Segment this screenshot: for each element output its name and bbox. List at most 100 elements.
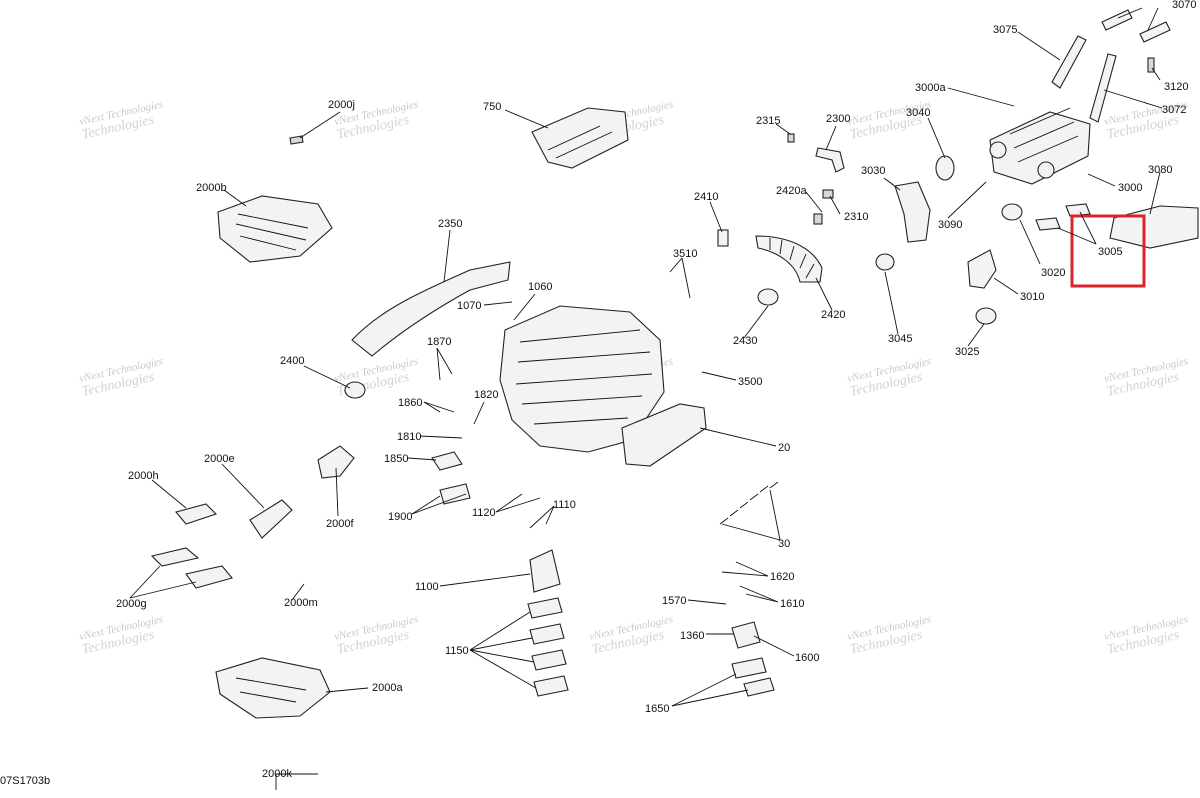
callout-2420[interactable]: 2420 [821,309,845,321]
callout-3090[interactable]: 3090 [938,219,962,231]
part-2310-fitting [822,189,834,199]
callout-1600[interactable]: 1600 [795,652,819,664]
callout-3510[interactable]: 3510 [673,248,697,260]
callout-2420a[interactable]: 2420a [776,185,807,197]
part-2410-bracket [717,229,729,247]
callout-2400[interactable]: 2400 [280,355,304,367]
part-3075-strap [1051,35,1087,89]
callout-2430[interactable]: 2430 [733,335,757,347]
callout-3080[interactable]: 3080 [1148,164,1172,176]
callout-1900[interactable]: 1900 [388,511,412,523]
callout-1850[interactable]: 1850 [384,453,408,465]
part-2315-clip [787,133,795,143]
callout-1120[interactable]: 1120 [472,507,496,519]
part-3005-pad [1035,217,1061,231]
callout-2310[interactable]: 2310 [844,211,868,223]
callout-1570[interactable]: 1570 [662,595,686,607]
callout-1360[interactable]: 1360 [680,630,704,642]
part-2000a-oil-pan [215,657,331,719]
callout-3070[interactable]: 3070 [1172,0,1196,11]
part-1650-shim [731,657,767,679]
callout-750[interactable]: 750 [483,101,501,113]
callout-3010[interactable]: 3010 [1020,291,1044,303]
callout-1060[interactable]: 1060 [528,281,552,293]
part-1150-shim [531,649,567,671]
callout-2000b[interactable]: 2000b [196,182,227,194]
callout-2000h[interactable]: 2000h [128,470,159,482]
part-750-engine-cover [531,107,629,169]
part-1900-bracket [439,483,471,505]
part-2000h-hose [175,503,218,525]
part-2000g-hose [185,565,233,589]
callout-3075[interactable]: 3075 [993,24,1017,36]
callout-1110[interactable]: 1110 [553,499,576,511]
part-1150-shim [529,623,565,645]
callout-1860[interactable]: 1860 [398,397,422,409]
part-1600-mount [731,621,761,649]
part-3010-elbow [967,249,997,289]
callout-2000g[interactable]: 2000g [116,598,147,610]
callout-3072[interactable]: 3072 [1162,104,1186,116]
callout-3000a[interactable]: 3000a [915,82,946,94]
part-1150-shim [533,675,569,697]
callout-1610[interactable]: 1610 [780,598,804,610]
callout-2000f[interactable]: 2000f [326,518,354,530]
part-3070-bracket [1139,21,1171,43]
callout-3000[interactable]: 3000 [1118,182,1142,194]
parts [150,9,1199,719]
callout-2300[interactable]: 2300 [826,113,850,125]
part-2000b-intake-plenum [217,195,333,263]
part-3000-intercooler [989,111,1091,185]
part-3090-clamp [1001,203,1023,221]
callout-3500[interactable]: 3500 [738,376,762,388]
highlight-3005[interactable]: 3005 [1057,211,1146,288]
part-1150-shim [527,597,563,619]
part-2350-intake-duct [351,261,511,357]
callout-3025[interactable]: 3025 [955,346,979,358]
part-1650-shim [743,677,775,697]
callout-2315[interactable]: 2315 [756,115,780,127]
leader-lines [129,7,1163,790]
callout-1810[interactable]: 1810 [397,431,421,443]
callout-30[interactable]: 30 [778,538,790,550]
callout-1100[interactable]: 1100 [415,581,439,593]
part-2000g-hose [150,547,200,567]
callout-2000m[interactable]: 2000m [284,597,318,609]
part-3045-clamp [875,253,895,271]
callout-2000a[interactable]: 2000a [372,682,403,694]
callout-3040[interactable]: 3040 [906,107,930,119]
callout-2410[interactable]: 2410 [694,191,718,203]
highlight-box[interactable] [1070,214,1146,288]
part-2400-ring [344,381,366,399]
part-20-exhaust-manifold [621,403,707,467]
callouts: 750 2000j 2315 2300 3040 3075 3070 3120 … [116,0,1196,780]
callout-2000j[interactable]: 2000j [328,99,355,111]
callout-3120[interactable]: 3120 [1164,81,1188,93]
callout-1070[interactable]: 1070 [457,300,481,312]
callout-1650[interactable]: 1650 [645,703,669,715]
part-3072-strap [1089,53,1117,123]
callout-1820[interactable]: 1820 [474,389,498,401]
part-1850-mount [431,451,463,471]
part-3120-bolt [1147,57,1155,73]
callout-3045[interactable]: 3045 [888,333,912,345]
callout-2000e[interactable]: 2000e [204,453,235,465]
callout-3020[interactable]: 3020 [1041,267,1065,279]
part-3030-elbow [894,181,931,243]
callout-1620[interactable]: 1620 [770,571,794,583]
callout-3005[interactable]: 3005 [1098,246,1122,258]
part-3070-bracket [1101,9,1133,31]
part-1100-mount [529,549,561,593]
part-2000e-pipe [249,499,293,539]
callout-2000k[interactable]: 2000k [262,768,292,780]
part-2000f-hose [317,445,355,479]
callout-3030[interactable]: 3030 [861,165,885,177]
part-2420-corrugated-hose [755,235,823,283]
callout-20[interactable]: 20 [778,442,790,454]
part-3080-panel [1109,205,1199,249]
callout-1870[interactable]: 1870 [427,336,451,348]
callout-1150[interactable]: 1150 [445,645,469,657]
callout-2350[interactable]: 2350 [438,218,462,230]
part-30-studs [719,481,779,525]
